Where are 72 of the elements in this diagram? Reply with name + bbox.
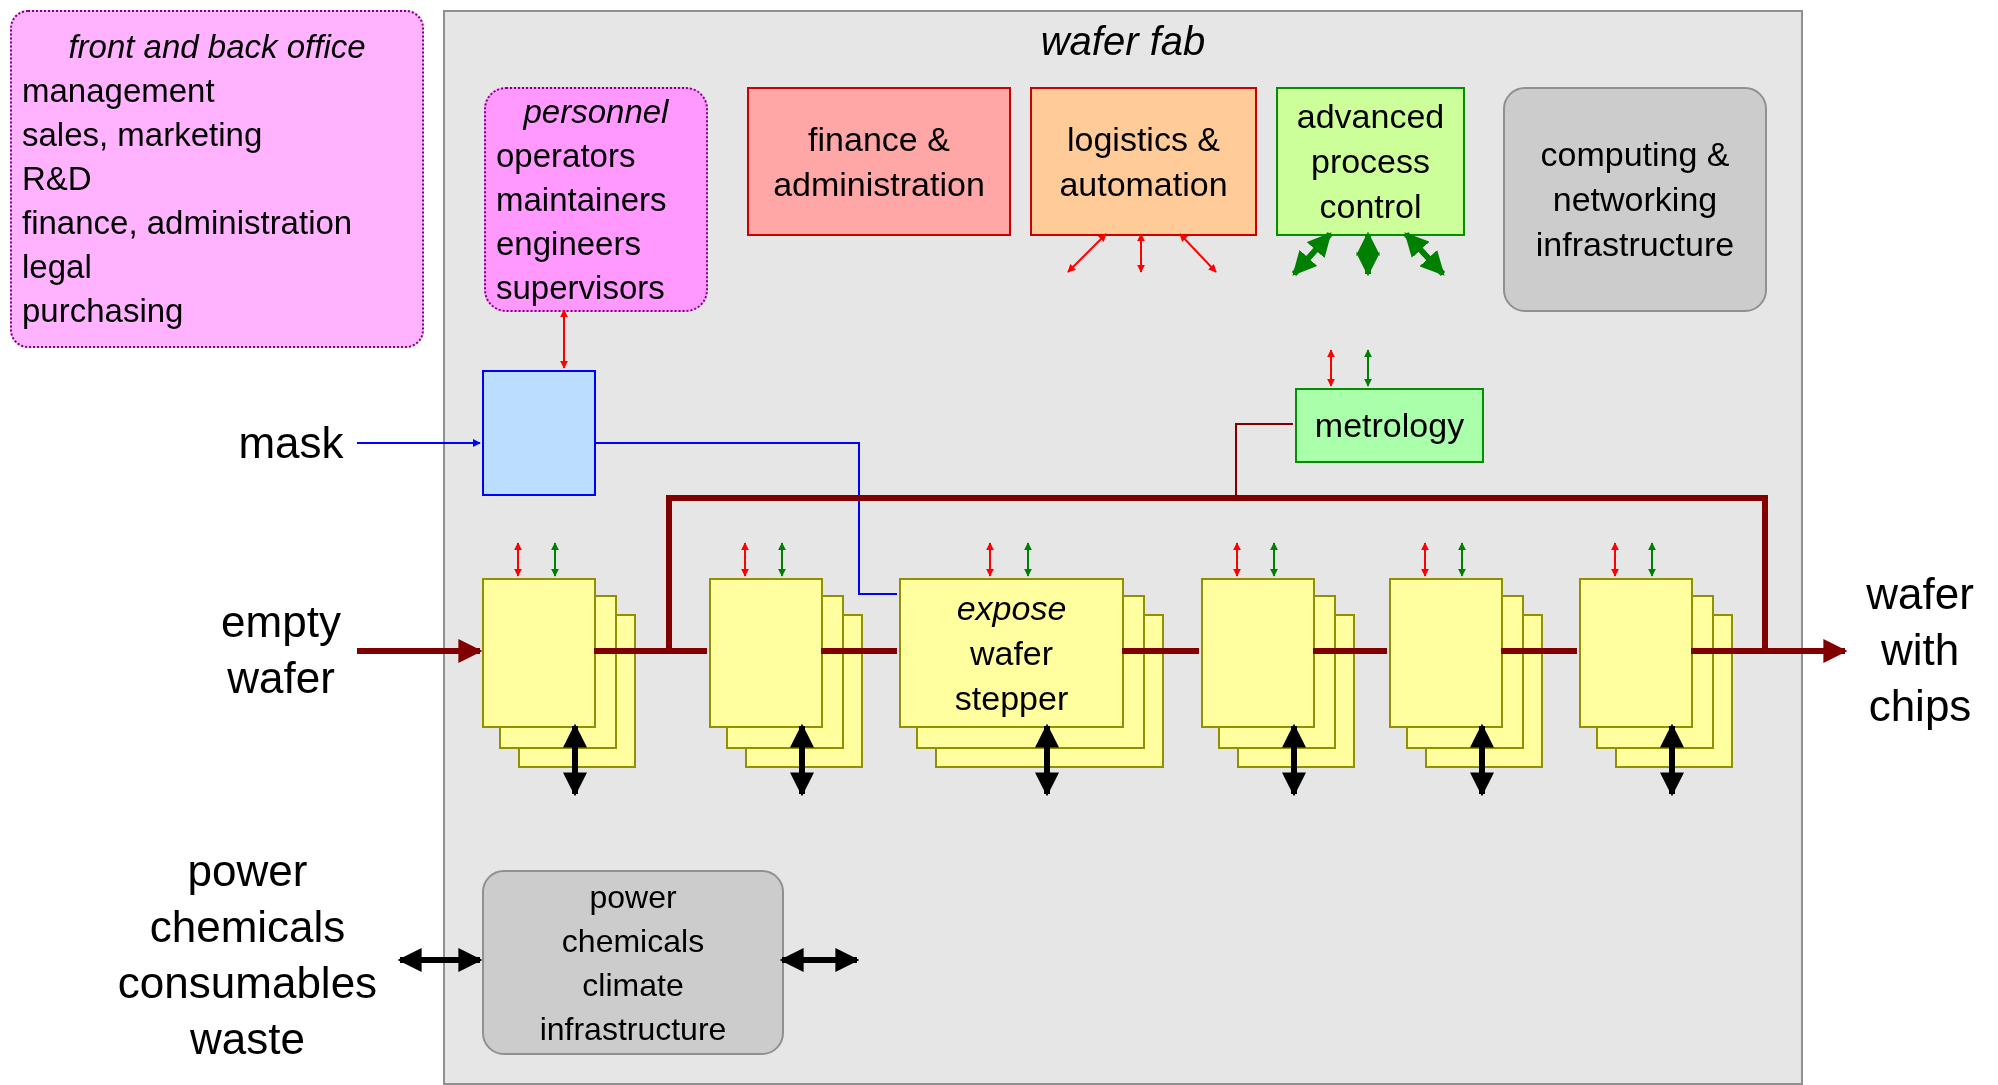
list-item: operators [496,135,637,176]
arrow [397,948,483,972]
list-item: sales, marketing [22,115,264,155]
list-item: R&D [22,159,93,199]
box-label: logistics & automation [1058,118,1229,205]
list-item: maintainers [496,179,668,220]
list-item: purchasing [22,291,185,331]
box-label: power chemicals climate infrastructure [538,877,728,1049]
arrow [1364,349,1372,387]
arrow [514,542,522,577]
arrow [1356,231,1380,277]
arrow [1611,542,1619,577]
arrow [356,439,481,447]
arrow [560,309,568,369]
arrow [1458,542,1466,577]
arrow [1024,542,1032,577]
step-heading: expose [956,587,1067,629]
arrow [357,639,483,663]
flow-label: mask [225,415,357,471]
arrow [778,542,786,577]
arrow [551,542,559,577]
arrow [1282,723,1306,797]
arrow [790,723,814,797]
connector-line [593,442,898,595]
arrow [1067,233,1107,273]
arrow [1421,542,1429,577]
arrow [1270,542,1278,577]
panel-heading: personnel [521,91,670,132]
panel-heading: front and back office [67,27,367,67]
connector-line [1122,648,1199,654]
arrow [563,723,587,797]
personnel-panel [484,87,708,312]
mask-box [482,370,596,496]
arrow [986,542,994,577]
arrow [741,542,749,577]
fab-area [443,10,1803,1085]
list-item: engineers [496,223,642,264]
list-item: supervisors [496,267,666,308]
box-label: finance & administration [772,118,986,205]
department-box [1030,87,1257,236]
metrology-box [1295,388,1484,463]
infrastructure-box [1503,87,1767,312]
arrow [1291,232,1333,276]
flow-label: power chemicals consumables waste [95,840,400,1070]
arrow [1179,233,1217,273]
flow-label: wafer with chips [1845,555,1995,745]
list-item: management [22,71,216,111]
arrow [1327,349,1335,387]
arrow [1470,723,1494,797]
supply-box [482,870,784,1055]
arrow [1660,723,1684,797]
arrow [1648,542,1656,577]
arrow [779,948,860,972]
arrow [1691,639,1848,663]
department-box [747,87,1011,236]
arrow [1137,233,1145,273]
connector-line [1501,648,1577,654]
list-item: finance, administration [22,203,354,243]
arrow [1233,542,1241,577]
department-box [1276,87,1465,236]
office-panel [10,10,424,348]
arrow [1035,723,1059,797]
connector-line [821,648,897,654]
box-label: metrology [1314,405,1465,446]
fab-title: wafer fab [1040,18,1206,65]
arrow [1403,231,1446,277]
step-label: wafer stepper [953,632,1070,719]
list-item: legal [22,247,93,287]
flow-label: empty wafer [205,590,357,710]
connector-line [1313,648,1387,654]
box-label: advanced process control [1295,96,1446,227]
box-label: computing & networking infrastructure [1534,134,1736,265]
